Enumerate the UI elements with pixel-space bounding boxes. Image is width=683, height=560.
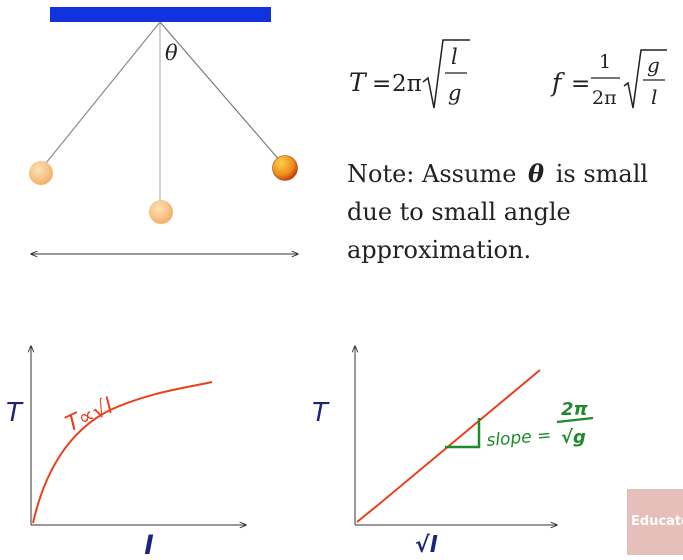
frequency-one: 1: [599, 51, 611, 73]
string-right: [159, 21, 282, 163]
note-prefix: Note: Assume: [347, 160, 517, 188]
educator-watermark: Educator: [627, 489, 683, 555]
slope-denominator: √g: [561, 427, 586, 448]
period-numerator: l: [451, 45, 458, 69]
frequency-equals: =: [571, 71, 590, 97]
period-denominator: g: [448, 81, 461, 105]
graph-right-line: [356, 369, 541, 523]
frequency-lhs: f: [550, 68, 565, 97]
frequency-formula: f = 1 2π g l: [550, 49, 667, 109]
note-suffix: is small due to small angle approximatio…: [347, 160, 649, 264]
graph-left-xlabel: l: [144, 531, 154, 560]
note-theta-symbol: θ: [528, 159, 545, 188]
support-bar: [50, 7, 271, 22]
note-text: Note: Assume θ is small due to small ang…: [347, 155, 677, 269]
period-lhs: T: [349, 68, 368, 97]
graph-right-ylabel: T: [312, 398, 330, 428]
graph-left-curve: [32, 381, 213, 524]
graph-right-xlabel: √l: [415, 533, 438, 558]
period-radical: [422, 39, 470, 109]
slope-triangle: [445, 418, 481, 449]
period-equals: =: [372, 71, 391, 97]
graph-left-curve-label: T∝√l: [62, 394, 117, 437]
string-left: [41, 21, 161, 169]
pendulum-bob-left: [29, 161, 53, 185]
graph-right: T √l slope = 2π √g: [312, 346, 594, 558]
pendulum-bob-right: [272, 155, 298, 181]
pendulum-bob-center: [149, 200, 173, 224]
frequency-numerator: g: [647, 53, 660, 77]
slope-fraction-bar: [556, 416, 594, 424]
graph-left-ylabel: T: [6, 398, 24, 428]
frequency-denominator: l: [651, 85, 657, 109]
frequency-two-pi: 2π: [592, 87, 617, 109]
period-formula: T = 2π l g: [349, 39, 470, 109]
theta-label: θ: [165, 41, 178, 65]
frequency-radical: [623, 49, 667, 109]
period-coefficient: 2π: [392, 71, 422, 97]
slope-label: slope =: [486, 425, 552, 451]
slope-numerator: 2π: [561, 399, 589, 420]
graph-left: T l T∝√l: [6, 346, 246, 560]
